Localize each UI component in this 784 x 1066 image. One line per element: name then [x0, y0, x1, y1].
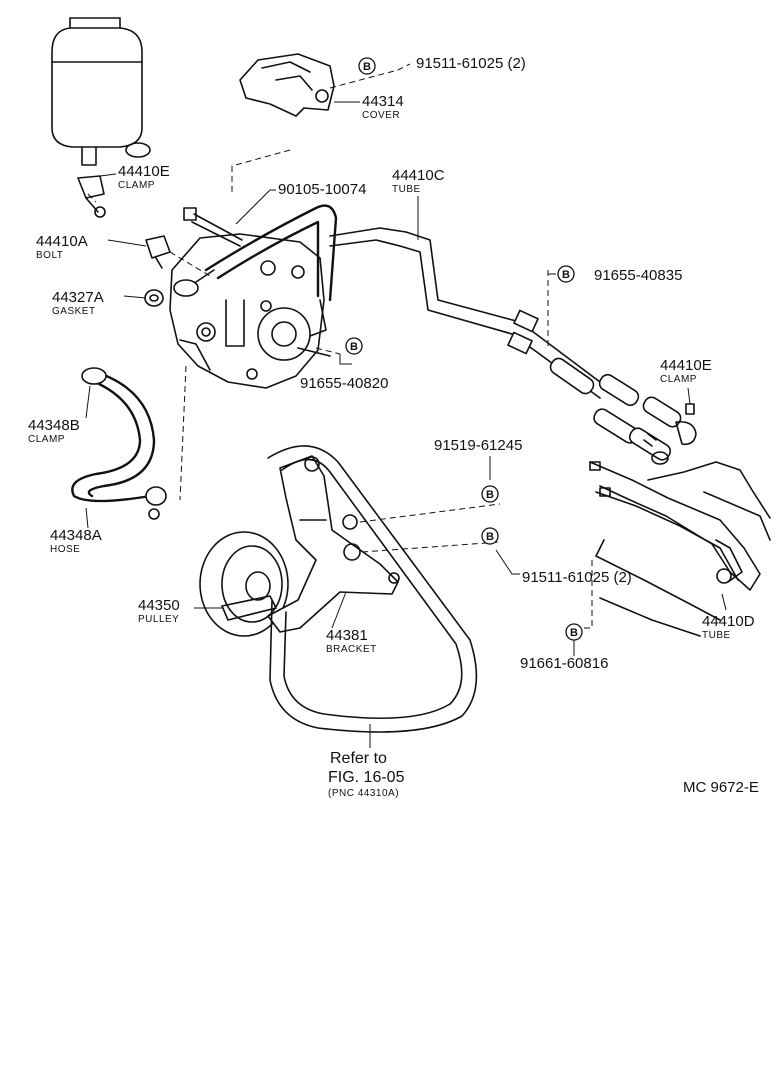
marker-b: B	[486, 489, 494, 501]
gasket-44327a-drawing	[144, 289, 164, 307]
svg-text:44348A: 44348A	[50, 527, 102, 544]
return-hose-44348a-drawing	[71, 367, 167, 520]
part-label-91661-60816: B 91661-60816	[520, 623, 608, 672]
svg-text:44410C: 44410C	[392, 167, 445, 184]
svg-text:44381: 44381	[326, 627, 368, 644]
svg-text:MC 9672-E: MC 9672-E	[683, 779, 759, 796]
reference-line-2: FIG. 16-05	[328, 769, 405, 786]
drive-belt-drawing	[267, 445, 478, 733]
svg-text:44314: 44314	[362, 93, 404, 110]
part-label-44410d: 44410D TUBE	[702, 613, 755, 641]
svg-text:44348B: 44348B	[28, 417, 80, 434]
reference-note: Refer to FIG. 16-05 (PNC 44310A)	[328, 750, 405, 799]
svg-text:TUBE: TUBE	[702, 630, 731, 641]
steering-gear-44410d-drawing	[589, 461, 771, 637]
svg-text:44410E: 44410E	[660, 357, 712, 374]
reference-line-3: (PNC 44310A)	[328, 788, 399, 799]
marker-b: B	[486, 531, 494, 543]
figure-code: MC 9672-E	[683, 779, 759, 796]
part-label-44381: 44381 BRACKET	[326, 627, 377, 655]
part-label-44410a: 44410A BOLT	[36, 233, 88, 261]
reference-line-1: Refer to	[330, 750, 387, 767]
part-label-91655-40835: B 91655-40835	[557, 265, 682, 284]
part-label-91511-top: B 91511-61025 (2)	[358, 55, 526, 75]
svg-text:TUBE: TUBE	[392, 184, 421, 195]
pump-body-drawing	[169, 233, 331, 389]
part-label-44410e-right: 44410E CLAMP	[660, 357, 712, 385]
svg-text:91661-60816: 91661-60816	[520, 655, 608, 672]
svg-text:PULLEY: PULLEY	[138, 614, 179, 625]
svg-text:GASKET: GASKET	[52, 306, 96, 317]
part-label-91519-61245: 91519-61245 B	[434, 437, 522, 503]
part-label-44410c: 44410C TUBE	[392, 167, 445, 195]
part-label-91511-bottom: B 91511-61025 (2)	[481, 527, 632, 586]
part-label-44348b: 44348B CLAMP	[28, 417, 80, 445]
part-label-44348a: 44348A HOSE	[50, 527, 102, 555]
bolt-90105-drawing	[183, 207, 243, 247]
svg-text:COVER: COVER	[362, 110, 400, 121]
part-label-91655-40820: B 91655-40820	[300, 337, 388, 392]
svg-text:CLAMP: CLAMP	[118, 180, 155, 191]
svg-text:44410A: 44410A	[36, 233, 88, 250]
marker-b: B	[363, 61, 371, 73]
cover-44314-drawing	[239, 53, 335, 117]
svg-text:HOSE: HOSE	[50, 544, 80, 555]
svg-text:91655-40835: 91655-40835	[594, 267, 682, 284]
clamp-44410e-left-drawing	[77, 175, 106, 218]
svg-text:44350: 44350	[138, 597, 180, 614]
part-label-44314: 44314 COVER	[362, 93, 404, 121]
svg-text:BOLT: BOLT	[36, 250, 63, 261]
marker-b: B	[562, 269, 570, 281]
return-hoses-drawing	[549, 357, 682, 465]
svg-text:44410D: 44410D	[702, 613, 755, 630]
part-label-44410e-left: 44410E CLAMP	[118, 163, 170, 191]
svg-text:CLAMP: CLAMP	[28, 434, 65, 445]
pulley-44350-drawing	[199, 531, 289, 637]
part-label-44350: 44350 PULLEY	[138, 597, 180, 625]
marker-b: B	[350, 341, 358, 353]
clamp-44410e-right-drawing	[675, 403, 697, 446]
part-label-90105-10074: 90105-10074	[278, 181, 366, 198]
marker-b: B	[570, 627, 578, 639]
svg-text:91519-61245: 91519-61245	[434, 437, 522, 454]
svg-text:91511-61025 (2): 91511-61025 (2)	[416, 55, 526, 72]
svg-text:BRACKET: BRACKET	[326, 644, 377, 655]
bracket-44381-drawing	[267, 455, 400, 633]
bolt-44410a-drawing	[145, 235, 171, 269]
leader-lines	[85, 63, 727, 748]
svg-text:91655-40820: 91655-40820	[300, 375, 388, 392]
part-label-44327a: 44327A GASKET	[52, 289, 104, 317]
svg-text:44410E: 44410E	[118, 163, 170, 180]
svg-text:44327A: 44327A	[52, 289, 104, 306]
svg-text:90105-10074: 90105-10074	[278, 181, 366, 198]
svg-text:CLAMP: CLAMP	[660, 374, 697, 385]
reservoir-tank-drawing	[51, 17, 151, 166]
svg-text:91511-61025 (2): 91511-61025 (2)	[522, 569, 632, 586]
